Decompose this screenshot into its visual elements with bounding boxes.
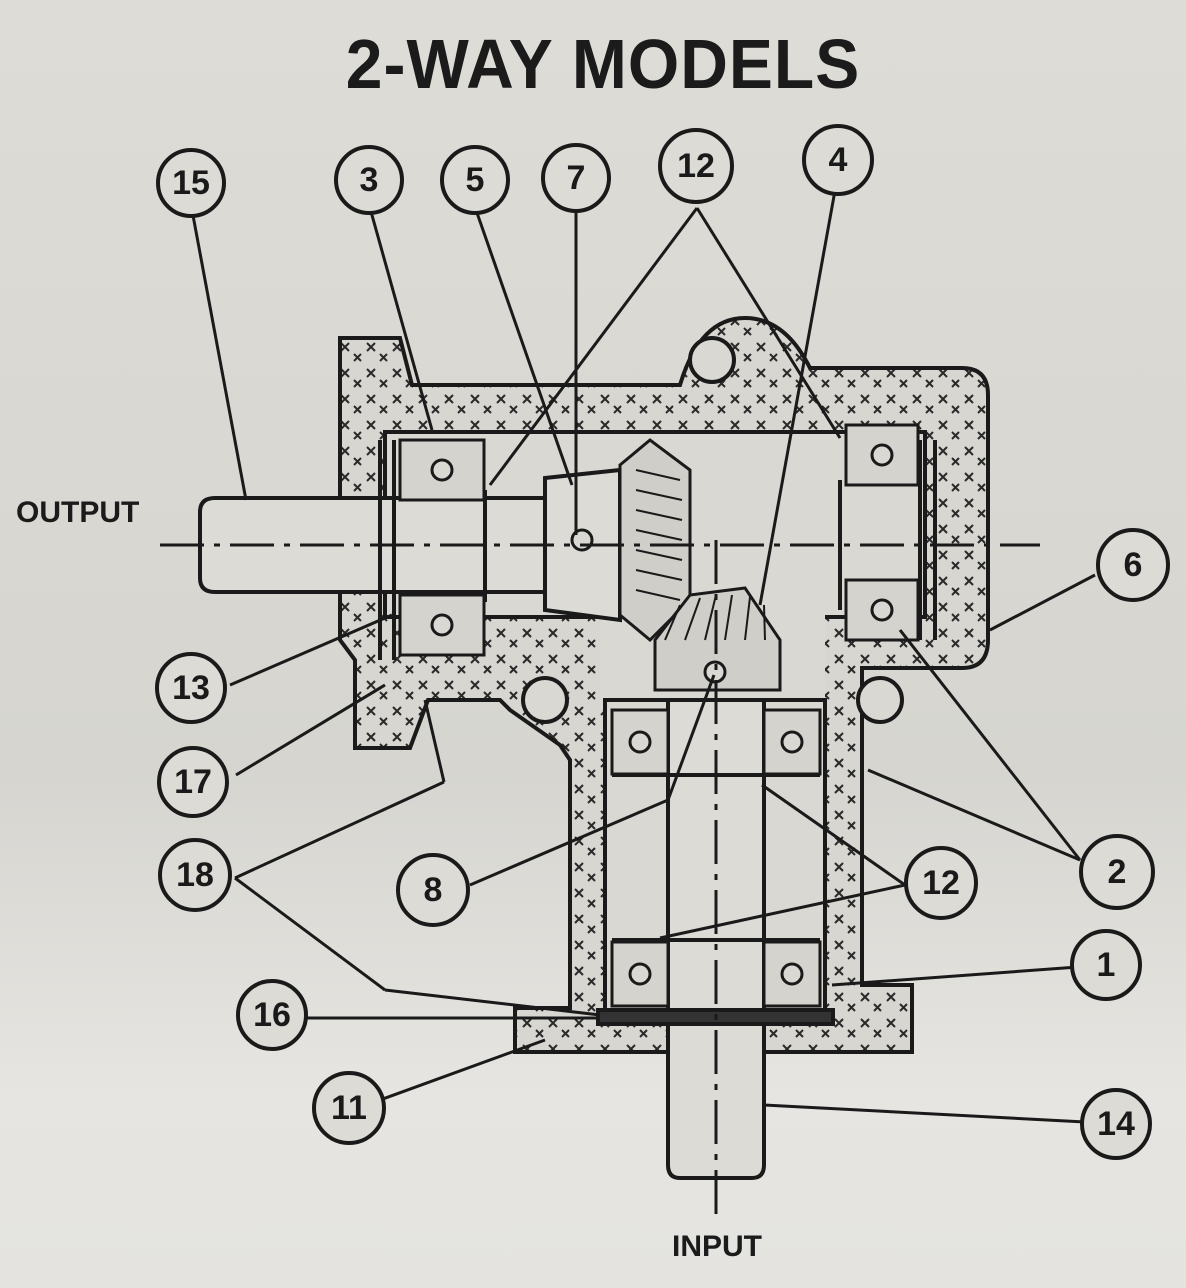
callout-6: 6 [1096, 528, 1170, 602]
diagram-title: 2-WAY MODELS [345, 25, 861, 103]
svg-text:6: 6 [1124, 546, 1143, 584]
callout-4: 4 [802, 124, 874, 196]
svg-text:12: 12 [922, 864, 960, 902]
svg-text:8: 8 [424, 871, 443, 909]
callout-7: 7 [541, 143, 611, 213]
callout-8: 8 [396, 853, 470, 927]
center-lines [160, 540, 1040, 1215]
callout-3: 3 [334, 145, 404, 215]
svg-text:17: 17 [174, 763, 212, 801]
callout-16: 16 [236, 979, 308, 1051]
callout-1: 1 [1070, 929, 1142, 1001]
callout-11: 11 [312, 1071, 386, 1145]
callout-18: 18 [158, 838, 232, 912]
callout-5: 5 [440, 145, 510, 215]
bearings [398, 423, 920, 1008]
callout-13: 13 [155, 652, 227, 724]
callout-15: 15 [156, 148, 226, 218]
bolt-hole [688, 336, 736, 384]
svg-text:14: 14 [1097, 1105, 1135, 1143]
bolt-hole [856, 676, 904, 724]
svg-text:13: 13 [172, 669, 210, 707]
callout-14: 14 [1080, 1088, 1152, 1160]
svg-text:1: 1 [1097, 946, 1116, 984]
svg-text:7: 7 [567, 159, 586, 197]
svg-text:5: 5 [466, 161, 485, 199]
callout-12-top: 12 [658, 128, 734, 204]
callout-12-mid: 12 [904, 846, 978, 920]
svg-text:15: 15 [172, 164, 210, 202]
svg-text:18: 18 [176, 856, 214, 894]
svg-text:4: 4 [829, 141, 848, 179]
callouts: 15 3 5 7 12 4 6 13 17 18 8 12 2 1 16 11 … [155, 124, 1170, 1160]
callout-2: 2 [1079, 834, 1155, 910]
input-label: INPUT [672, 1230, 762, 1263]
svg-text:2: 2 [1108, 853, 1127, 891]
svg-text:16: 16 [253, 996, 291, 1034]
bolt-hole [521, 676, 569, 724]
leader-lines [190, 184, 1096, 1124]
callout-17: 17 [157, 746, 229, 818]
svg-text:11: 11 [331, 1089, 367, 1127]
svg-text:12: 12 [677, 147, 715, 185]
svg-text:3: 3 [360, 161, 379, 199]
output-label: OUTPUT [16, 496, 140, 529]
